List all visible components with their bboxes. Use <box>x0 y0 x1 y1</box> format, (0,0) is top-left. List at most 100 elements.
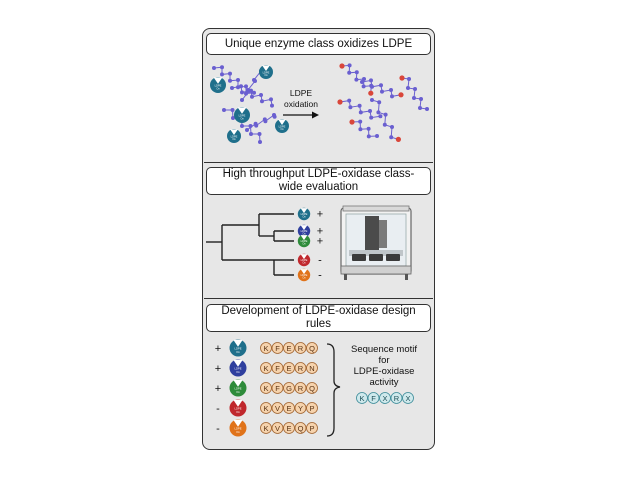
polymer-chain <box>399 75 429 111</box>
enzyme-label-line1: LDPE <box>234 367 241 371</box>
monomer <box>379 83 383 88</box>
monomer <box>358 127 363 132</box>
monomer <box>230 108 235 112</box>
activity-sign: - <box>216 403 220 415</box>
monomer <box>270 103 274 108</box>
enzyme-label-line2: Ox <box>302 261 306 265</box>
oxidized-site <box>368 90 374 96</box>
monomer <box>361 84 366 89</box>
enzyme-label-line2: Ox <box>302 215 306 219</box>
monomer <box>413 87 417 91</box>
activity-sign: + <box>317 236 323 248</box>
enzyme-label-line2: Ox <box>264 73 268 77</box>
residue-letter: V <box>275 424 280 433</box>
residue-letter: K <box>263 404 268 413</box>
monomer <box>260 99 264 104</box>
residue-letter: E <box>286 404 291 413</box>
monomer <box>220 72 224 77</box>
residue-letter: N <box>309 364 314 373</box>
residue-bubble <box>306 402 318 414</box>
monomer <box>239 84 243 89</box>
enzyme-label-line2: Ox <box>236 370 240 374</box>
monomer <box>259 93 263 97</box>
polymer-chain <box>360 78 404 99</box>
residue-letter: K <box>263 424 268 433</box>
residue-letter: Q <box>298 424 304 433</box>
arrow-label-line2: oxidation <box>284 99 318 109</box>
polymer-chain <box>370 98 401 142</box>
activity-sign: + <box>317 209 323 221</box>
activity-sign: + <box>215 383 221 395</box>
residue-letter: R <box>298 384 304 393</box>
monomer <box>419 97 423 101</box>
enzyme-label-line1: LDPE <box>301 229 308 233</box>
residue-bubble <box>271 422 284 434</box>
panel-divider-2 <box>204 298 433 300</box>
oxidized-site <box>339 63 345 69</box>
monomer <box>220 65 224 70</box>
monomer <box>370 98 374 102</box>
consensus-residue-bubble <box>379 392 391 404</box>
polymer-chain <box>245 113 277 132</box>
oxidation-arrow <box>283 111 319 119</box>
monomer <box>254 123 259 128</box>
activity-sign: + <box>317 226 323 238</box>
monomer <box>360 80 364 84</box>
activity-sign: - <box>216 423 220 435</box>
consensus-residue-bubble <box>402 392 414 404</box>
oxidized-site <box>395 136 401 142</box>
residue-letter: F <box>275 384 280 393</box>
monomer <box>383 112 388 117</box>
residue-bubble <box>294 382 307 394</box>
residue-bubble <box>294 422 307 434</box>
monomer <box>382 122 387 127</box>
residue-bubble <box>294 342 307 354</box>
enzyme-label-line1: LDPE <box>234 427 241 431</box>
activity-sign: + <box>215 363 221 375</box>
residue-letter: V <box>275 404 280 413</box>
consensus-residue-bubble <box>390 392 403 404</box>
monomer <box>369 78 373 83</box>
enzyme-label-line2: Ox <box>280 127 284 131</box>
monomer <box>378 114 383 119</box>
enzyme-label-line1: LDPE <box>231 134 238 138</box>
monomer <box>236 78 240 82</box>
monomer <box>240 90 244 95</box>
residue-bubble <box>271 402 284 414</box>
consensus-residue-letter: F <box>371 394 376 403</box>
residue-bubble <box>306 422 318 434</box>
monomer <box>348 105 353 110</box>
enzyme-label-line1: LDPE <box>301 273 308 277</box>
enzyme-label-line1: LDPE <box>234 347 241 351</box>
residue-letter: K <box>263 384 268 393</box>
residue-letter: K <box>263 364 268 373</box>
consensus-residue-bubble <box>356 392 368 404</box>
consensus-residue-letter: X <box>382 394 387 403</box>
enzyme-label-line2: Ox <box>236 430 240 434</box>
polymer-after-oxidation <box>337 63 429 142</box>
panel-divider-1 <box>204 162 433 164</box>
residue-letter: F <box>275 364 280 373</box>
monomer <box>389 88 393 92</box>
panel1-title: Unique enzyme class oxidizes LDPE <box>206 33 431 55</box>
monomer <box>244 91 248 96</box>
monomer <box>347 70 352 75</box>
panel3-title: Development of LDPE-oxidase design rules <box>206 304 431 332</box>
residue-bubble <box>260 402 272 414</box>
residue-letter: E <box>286 424 291 433</box>
residue-letter: R <box>298 344 304 353</box>
residue-letter: E <box>286 364 291 373</box>
monomer <box>389 135 394 140</box>
monomer <box>425 107 429 111</box>
